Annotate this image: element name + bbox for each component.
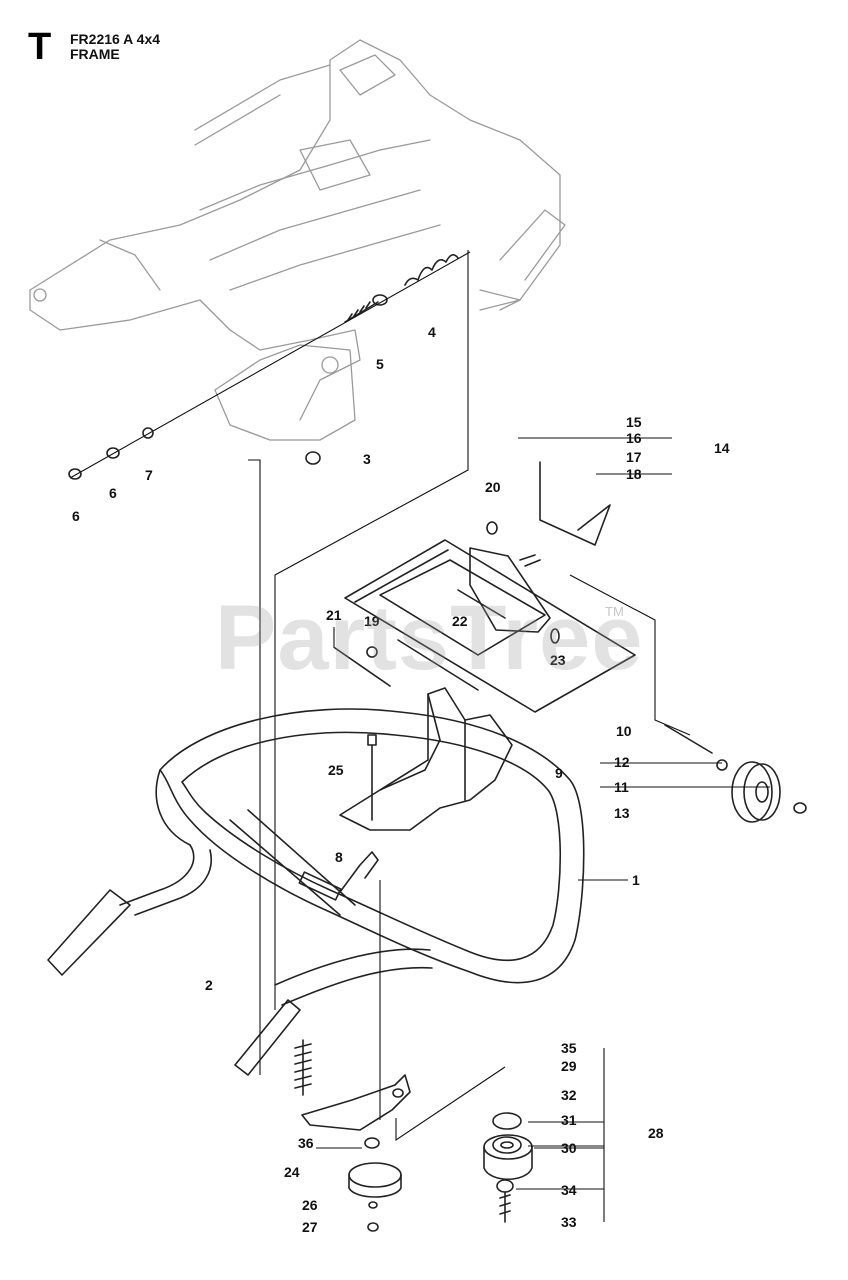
callout-36: 36	[298, 1135, 314, 1151]
callout-3: 3	[363, 451, 371, 467]
model-name: FR2216 A 4x4	[70, 31, 161, 47]
guide-line-a	[274, 250, 469, 1010]
callout-1: 1	[632, 872, 640, 888]
callout-16: 16	[626, 430, 642, 446]
rod-line	[69, 251, 471, 479]
callout-33: 33	[561, 1214, 577, 1230]
callout-23: 23	[550, 652, 566, 668]
callout-leaders	[316, 437, 770, 1222]
callout-22: 22	[452, 613, 468, 629]
callout-15: 15	[626, 414, 642, 430]
tension-spring	[344, 254, 459, 323]
callout-17: 17	[626, 449, 642, 465]
callout-6a: 6	[109, 485, 117, 501]
callout-24: 24	[284, 1164, 300, 1180]
callout-4: 4	[428, 324, 436, 340]
main-frame-tube	[47, 708, 585, 1076]
support-plate	[344, 539, 636, 713]
pedal-bracket	[457, 461, 611, 644]
callout-6b: 6	[72, 508, 80, 524]
watermark-trademark: TM	[605, 604, 624, 619]
callout-29: 29	[561, 1058, 577, 1074]
callout-25: 25	[328, 762, 344, 778]
callout-19: 19	[364, 613, 380, 629]
callout-31: 31	[561, 1112, 577, 1128]
seat-bracket	[334, 646, 513, 831]
callout-35: 35	[561, 1040, 577, 1056]
group-name: FRAME	[70, 46, 120, 62]
callout-34: 34	[561, 1182, 577, 1198]
callout-20: 20	[485, 479, 501, 495]
callout-12: 12	[614, 754, 630, 770]
caster-wheel	[569, 574, 807, 823]
watermark: PartsTree	[215, 587, 644, 689]
callout-14: 14	[714, 440, 730, 456]
section-letter: T	[28, 26, 52, 68]
callout-26: 26	[302, 1197, 318, 1213]
callout-27: 27	[302, 1219, 318, 1235]
callout-11: 11	[614, 779, 629, 795]
bushing-stack	[483, 1112, 533, 1223]
callout-18: 18	[626, 466, 642, 482]
callout-28: 28	[648, 1125, 664, 1141]
callout-5: 5	[376, 356, 384, 372]
chassis-outline	[29, 39, 566, 441]
callout-32: 32	[561, 1087, 577, 1103]
callout-21: 21	[326, 607, 342, 623]
callout-9: 9	[555, 765, 563, 781]
callout-10: 10	[616, 723, 632, 739]
lever-and-bolt	[339, 734, 381, 1120]
callout-2: 2	[205, 977, 213, 993]
callout-13: 13	[614, 805, 630, 821]
lower-spring-assembly	[294, 1039, 506, 1232]
guide-line-b	[248, 459, 261, 1075]
callout-7: 7	[145, 467, 153, 483]
callout-30: 30	[561, 1140, 577, 1156]
fasteners-left	[68, 427, 321, 480]
callout-8: 8	[335, 849, 343, 865]
